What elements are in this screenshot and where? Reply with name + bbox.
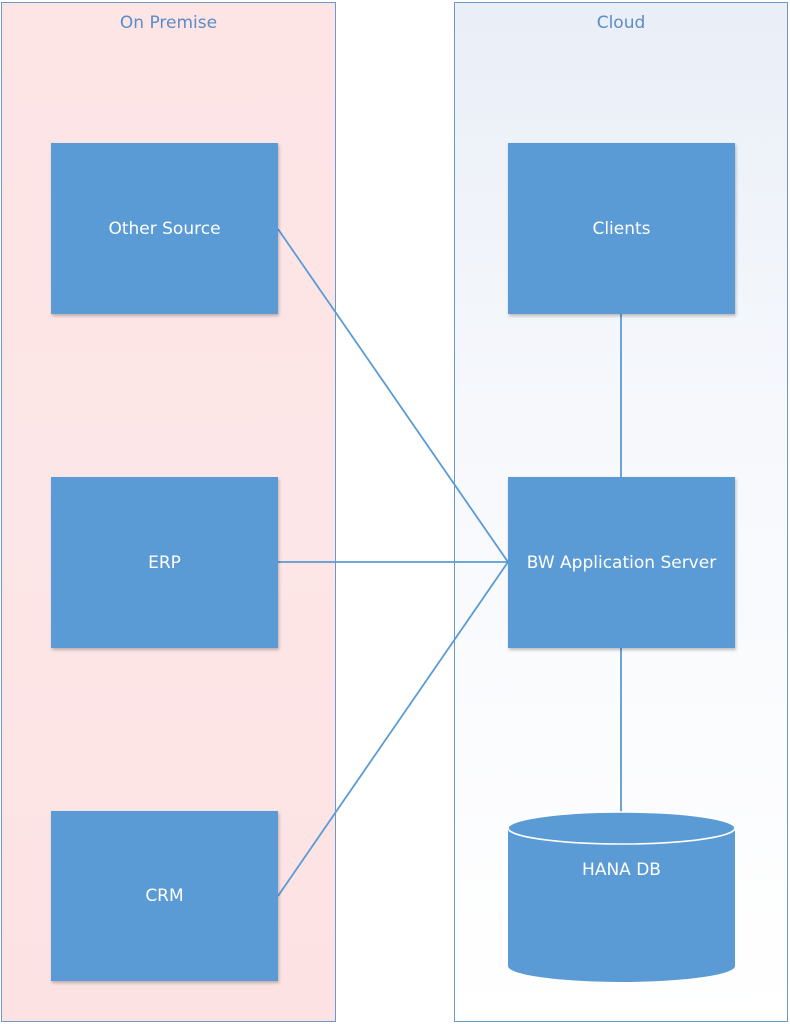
crm-node: CRM bbox=[51, 811, 278, 981]
bw-application-server-label: BW Application Server bbox=[526, 552, 717, 573]
other-source-label: Other Source bbox=[108, 218, 221, 239]
on-premise-zone-title: On Premise bbox=[119, 13, 218, 33]
clients-node: Clients bbox=[508, 143, 735, 314]
other-source-node: Other Source bbox=[51, 143, 278, 314]
crm-label: CRM bbox=[145, 886, 184, 906]
erp-node: ERP bbox=[51, 477, 278, 648]
hana-db-label: HANA DB bbox=[582, 860, 661, 880]
connector-other-source-bw bbox=[277, 228, 509, 563]
clients-label: Clients bbox=[592, 218, 651, 239]
hana-db-cylinder-body bbox=[508, 828, 735, 982]
connector-crm-bw bbox=[277, 561, 509, 897]
hana-db-cylinder bbox=[507, 811, 736, 982]
hana-db-cylinder-top bbox=[507, 811, 736, 845]
bw-application-server-node: BW Application Server bbox=[508, 477, 735, 648]
cloud-zone-title: Cloud bbox=[596, 13, 646, 33]
erp-label: ERP bbox=[148, 552, 181, 573]
